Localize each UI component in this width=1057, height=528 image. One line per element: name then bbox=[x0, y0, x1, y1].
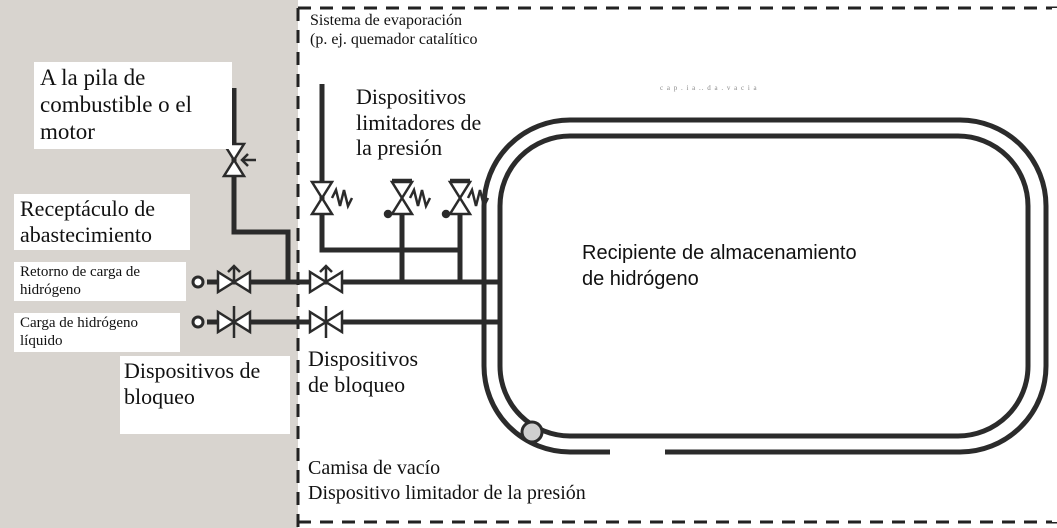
vacuum-jacket-outline bbox=[481, 117, 1049, 455]
label-shutoff-mid-line1: Dispositivos bbox=[308, 346, 419, 371]
label-receptacle: Receptáculo de abastecimiento bbox=[14, 194, 190, 250]
label-container-line1: Recipiente de almacenamiento bbox=[582, 242, 857, 264]
relief-valve-left-icon bbox=[309, 180, 354, 216]
label-container-line2: de hidrógeno bbox=[582, 268, 699, 290]
label-shutoff-left-line1: Dispositivos de bbox=[124, 358, 261, 383]
relief-valve-mid-icon bbox=[383, 178, 432, 219]
shutoff-valve-return-left-icon bbox=[216, 264, 252, 295]
inner-vessel-outline bbox=[497, 133, 1031, 439]
label-fuel-cell-line2: combustible o el bbox=[40, 92, 193, 118]
label-return-line: Retorno de carga de hidrógeno bbox=[14, 262, 186, 302]
shutoff-valve-liquid-left-icon bbox=[216, 306, 252, 338]
label-receptacle-line2: abastecimiento bbox=[20, 221, 152, 247]
valve-fuel-cell-icon bbox=[221, 142, 256, 178]
label-prv-line1: Dispositivos bbox=[356, 84, 467, 109]
label-shutoff-left: Dispositivos de bloqueo bbox=[120, 356, 290, 434]
label-evaporation-line1: Sistema de evaporación bbox=[310, 12, 462, 29]
label-jacket-line2: Dispositivo limitador de la presión bbox=[308, 482, 586, 504]
faint-text: c a p . i a .. d a . v a c i a bbox=[660, 84, 758, 92]
label-prv-line2: limitadores de bbox=[356, 109, 482, 135]
boundary-right-edge bbox=[1052, 8, 1057, 522]
receptacle-liquid-icon bbox=[191, 315, 205, 329]
shutoff-valve-return-mid-icon bbox=[308, 264, 344, 295]
label-receptacle-line1: Receptáculo de bbox=[20, 196, 155, 221]
jacket-relief-device-icon bbox=[520, 420, 544, 444]
label-shutoff-left-line2: bloqueo bbox=[124, 383, 195, 409]
storage-container bbox=[481, 117, 1049, 455]
label-prv-line3: la presión bbox=[356, 135, 443, 161]
shutoff-valve-liquid-mid-icon bbox=[308, 306, 344, 338]
label-liquid-line2: líquido bbox=[20, 332, 63, 349]
label-evaporation-system: Sistema de evaporación (p. ej. quemador … bbox=[310, 12, 477, 50]
label-fuel-cell-line3: motor bbox=[40, 119, 95, 145]
label-fuel-cell-line1: A la pila de bbox=[40, 65, 146, 90]
pipe-evaporation bbox=[319, 84, 463, 253]
relief-valve-right-icon bbox=[441, 178, 490, 219]
label-shutoff-mid: Dispositivos de bloqueo bbox=[308, 346, 418, 399]
label-shutoff-mid-line2: de bloqueo bbox=[308, 372, 406, 398]
label-pressure-relief-devices: Dispositivos limitadores de la presión bbox=[356, 84, 481, 161]
label-fuel-cell: A la pila de combustible o el motor bbox=[34, 62, 232, 150]
receptacle-return-icon bbox=[191, 275, 205, 289]
piping bbox=[207, 84, 500, 325]
label-return-line1: Retorno de carga de bbox=[20, 264, 141, 280]
label-vacuum-jacket: Camisa de vacío Dispositivo limitador de… bbox=[308, 456, 586, 506]
label-liquid-line1: Carga de hidrógeno bbox=[20, 315, 139, 331]
label-storage-container: Recipiente de almacenamiento de hidrógen… bbox=[582, 240, 857, 292]
label-evaporation-line2: (p. ej. quemador catalítico bbox=[310, 30, 478, 48]
label-jacket-line1: Camisa de vacío bbox=[308, 457, 441, 479]
label-liquid-line: Carga de hidrógeno líquido bbox=[14, 313, 180, 353]
vehicle-boundary-dashed bbox=[296, 6, 1057, 528]
label-return-line2: hidrógeno bbox=[20, 281, 81, 298]
